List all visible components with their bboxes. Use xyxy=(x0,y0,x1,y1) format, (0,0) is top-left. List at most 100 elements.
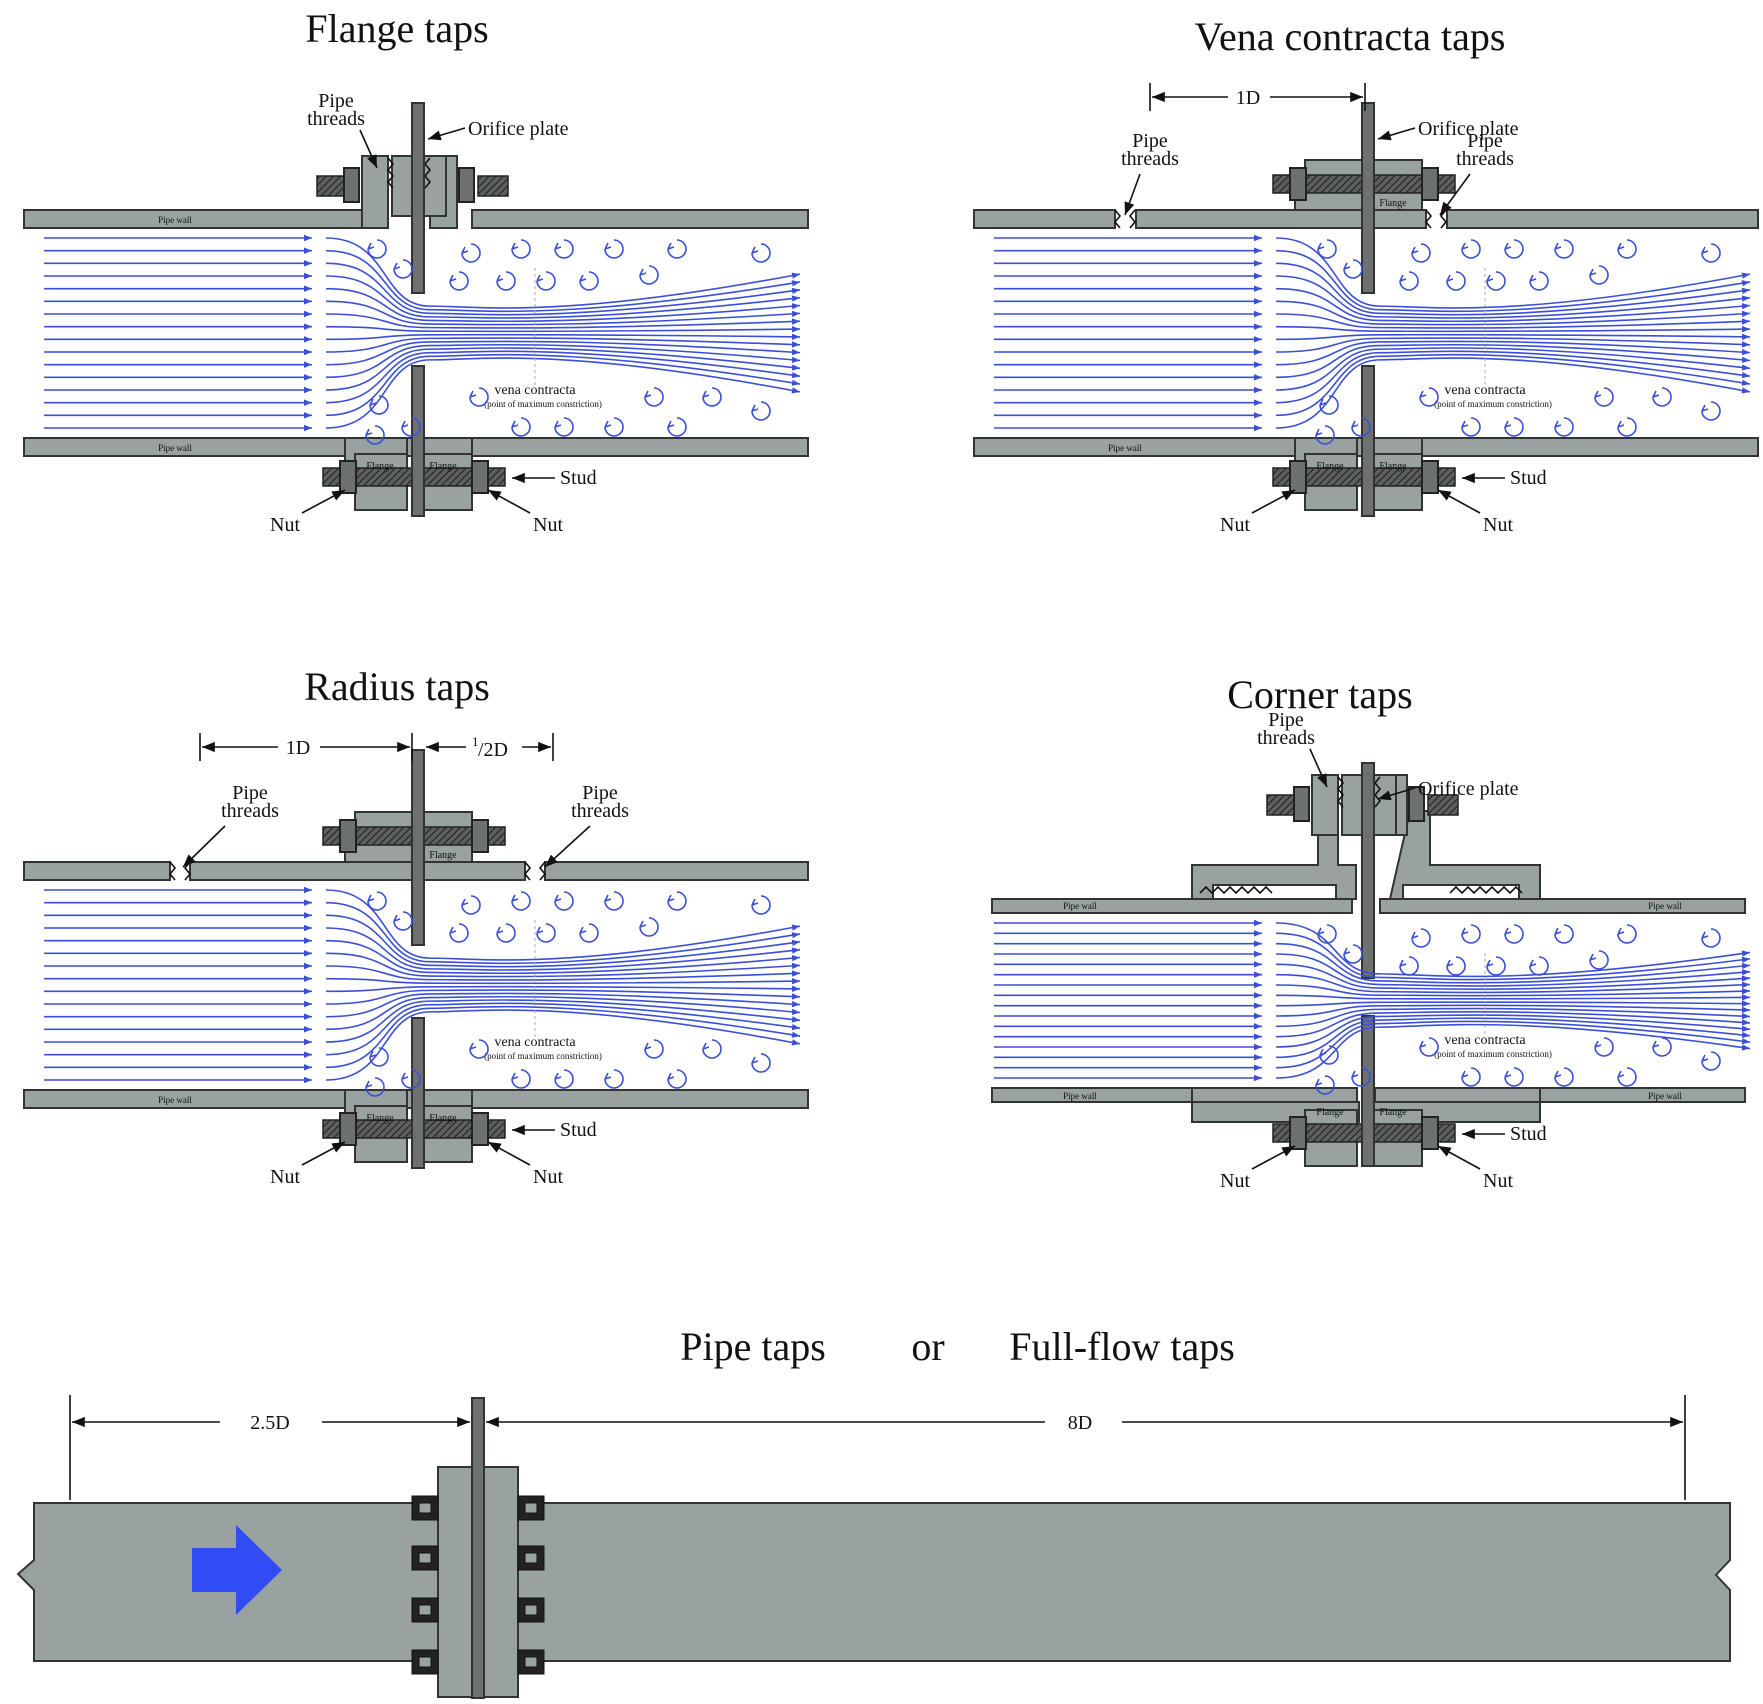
eddy-swirl xyxy=(1617,239,1637,259)
flow-streamline xyxy=(325,914,801,968)
eddy-swirl xyxy=(751,243,771,263)
orifice-plate-bottom xyxy=(1361,365,1375,517)
eddy-swirl xyxy=(1529,271,1549,291)
flange-label: Flange xyxy=(429,850,457,861)
eddy-swirl xyxy=(365,1077,385,1097)
flow-streamline xyxy=(325,333,801,341)
pipe-wall-top-left xyxy=(23,209,370,229)
leader-arrow xyxy=(182,825,226,868)
leader-arrow xyxy=(1377,787,1416,801)
leader-arrow xyxy=(1439,173,1471,216)
orifice-plate-top xyxy=(411,749,425,946)
pipe-thread-teeth xyxy=(1199,885,1273,895)
eddy-swirl xyxy=(511,417,531,437)
eddy-swirl xyxy=(1554,1067,1574,1087)
flange-left xyxy=(437,1466,473,1698)
flow-streamline xyxy=(325,985,801,993)
eddy-swirl xyxy=(393,259,413,279)
flow-streamline xyxy=(325,343,801,379)
pipe-wall-top xyxy=(189,861,526,881)
flow-streamline xyxy=(1275,357,1751,429)
flow-streamline xyxy=(325,1009,801,1081)
dim-pipe-8d: 8D xyxy=(1068,1412,1092,1434)
eddy-swirl xyxy=(1617,924,1637,944)
bolt-right-face xyxy=(524,1552,538,1564)
flow-streamline xyxy=(325,275,801,319)
nut-bottom-right xyxy=(1421,460,1439,494)
eddy-swirl xyxy=(1319,395,1339,415)
eddy-swirl xyxy=(1315,425,1335,445)
eddy-swirl xyxy=(469,387,489,407)
pipe-thread-teeth xyxy=(1449,885,1523,895)
eddy-swirl xyxy=(461,895,481,915)
pipe-wall-label: Pipe wall xyxy=(158,215,192,225)
bolt-right xyxy=(517,1597,545,1623)
nut-top-right xyxy=(1408,786,1425,822)
eddy-swirl xyxy=(1315,1075,1335,1095)
flow-streamline xyxy=(325,992,801,1018)
pipe-wall-top xyxy=(23,861,171,881)
eddy-swirl xyxy=(536,923,556,943)
eddy-swirl xyxy=(644,1039,664,1059)
flow-streamline xyxy=(325,939,801,975)
eddy-swirl xyxy=(604,1069,624,1089)
vena-contracta-sublabel: (point of maximum constriction) xyxy=(1434,399,1552,409)
pipe-threads-label: Pipe xyxy=(582,782,618,804)
eddy-swirl xyxy=(536,271,556,291)
eddy-swirl xyxy=(1504,417,1524,437)
pipe-threads-label: Pipe xyxy=(318,90,354,112)
eddy-swirl xyxy=(365,425,385,445)
eddy-swirl xyxy=(751,401,771,421)
flow-streamline xyxy=(325,889,801,961)
nut-bottom-right xyxy=(471,1112,489,1146)
eddy-swirl xyxy=(1446,271,1466,291)
pipe-thread-notch xyxy=(1424,209,1448,229)
nut-label: Nut xyxy=(270,1166,300,1188)
flow-streamline xyxy=(1275,963,1751,991)
eddy-swirl xyxy=(604,239,624,259)
flow-streamline xyxy=(1275,942,1751,984)
flow-direction-arrow xyxy=(192,1525,282,1615)
flow-streamline xyxy=(325,300,801,326)
orifice-plate-bottom xyxy=(411,365,425,517)
title-or: or xyxy=(911,1324,944,1369)
nut-label: Nut xyxy=(533,514,563,536)
flange-label: Flange xyxy=(429,1113,457,1124)
vena-contracta-sublabel: (point of maximum constriction) xyxy=(1434,1049,1552,1059)
eddy-swirl xyxy=(449,923,469,943)
pipe-wall-top-left xyxy=(991,898,1353,914)
pipe-threads-label: Pipe xyxy=(232,782,268,804)
stud-label: Stud xyxy=(560,1119,597,1141)
flow-streamline xyxy=(325,965,801,981)
leader-arrow xyxy=(1251,489,1296,514)
eddy-swirl xyxy=(1419,1037,1439,1057)
eddy-swirl xyxy=(579,923,599,943)
leader-arrow xyxy=(1377,127,1416,141)
orifice-plate-top xyxy=(1361,762,1375,979)
nut-top-left xyxy=(1289,167,1307,201)
eddy-swirl xyxy=(1411,928,1431,948)
eddy-swirl xyxy=(1701,401,1721,421)
eddy-swirl xyxy=(1486,956,1506,976)
flange-top-left xyxy=(361,155,389,229)
flow-streamline xyxy=(325,262,801,316)
eddy-swirl xyxy=(1351,417,1371,437)
pipe-wall-label: Pipe wall xyxy=(1648,901,1682,911)
eddy-swirl xyxy=(401,417,421,437)
eddy-swirl xyxy=(1589,950,1609,970)
title-radius-taps: Radius taps xyxy=(304,664,490,709)
flow-streamline xyxy=(325,287,801,323)
flange-label: Flange xyxy=(366,461,394,472)
bolt-left-face xyxy=(418,1656,432,1668)
nut-top-left xyxy=(1293,786,1310,822)
eddy-swirl xyxy=(554,239,574,259)
pipe-threads-label: threads xyxy=(1257,727,1315,749)
eddy-swirl xyxy=(449,271,469,291)
leader-arrow xyxy=(1251,1145,1296,1170)
eddy-swirl xyxy=(1554,239,1574,259)
eddy-swirl xyxy=(1652,1037,1672,1057)
flow-streamline xyxy=(1275,953,1751,987)
title-pipe-taps: Pipe taps xyxy=(680,1324,826,1369)
leader-arrow xyxy=(1124,173,1141,216)
pipe-threads-label: threads xyxy=(221,800,279,822)
